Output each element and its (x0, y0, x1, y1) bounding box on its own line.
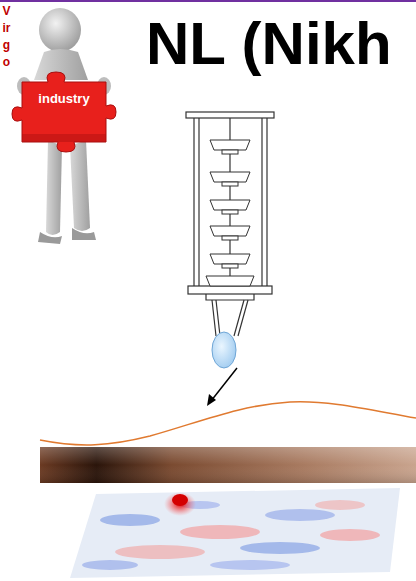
puzzle-shade (22, 134, 106, 142)
vertical-label: Virgo (1, 3, 12, 71)
node-label: industry (18, 76, 110, 106)
slide-title: NL (Nikh (146, 8, 392, 80)
puzzle-outline (12, 72, 116, 152)
puzzle-piece: industry (18, 76, 110, 146)
puzzle-shape (18, 76, 110, 146)
